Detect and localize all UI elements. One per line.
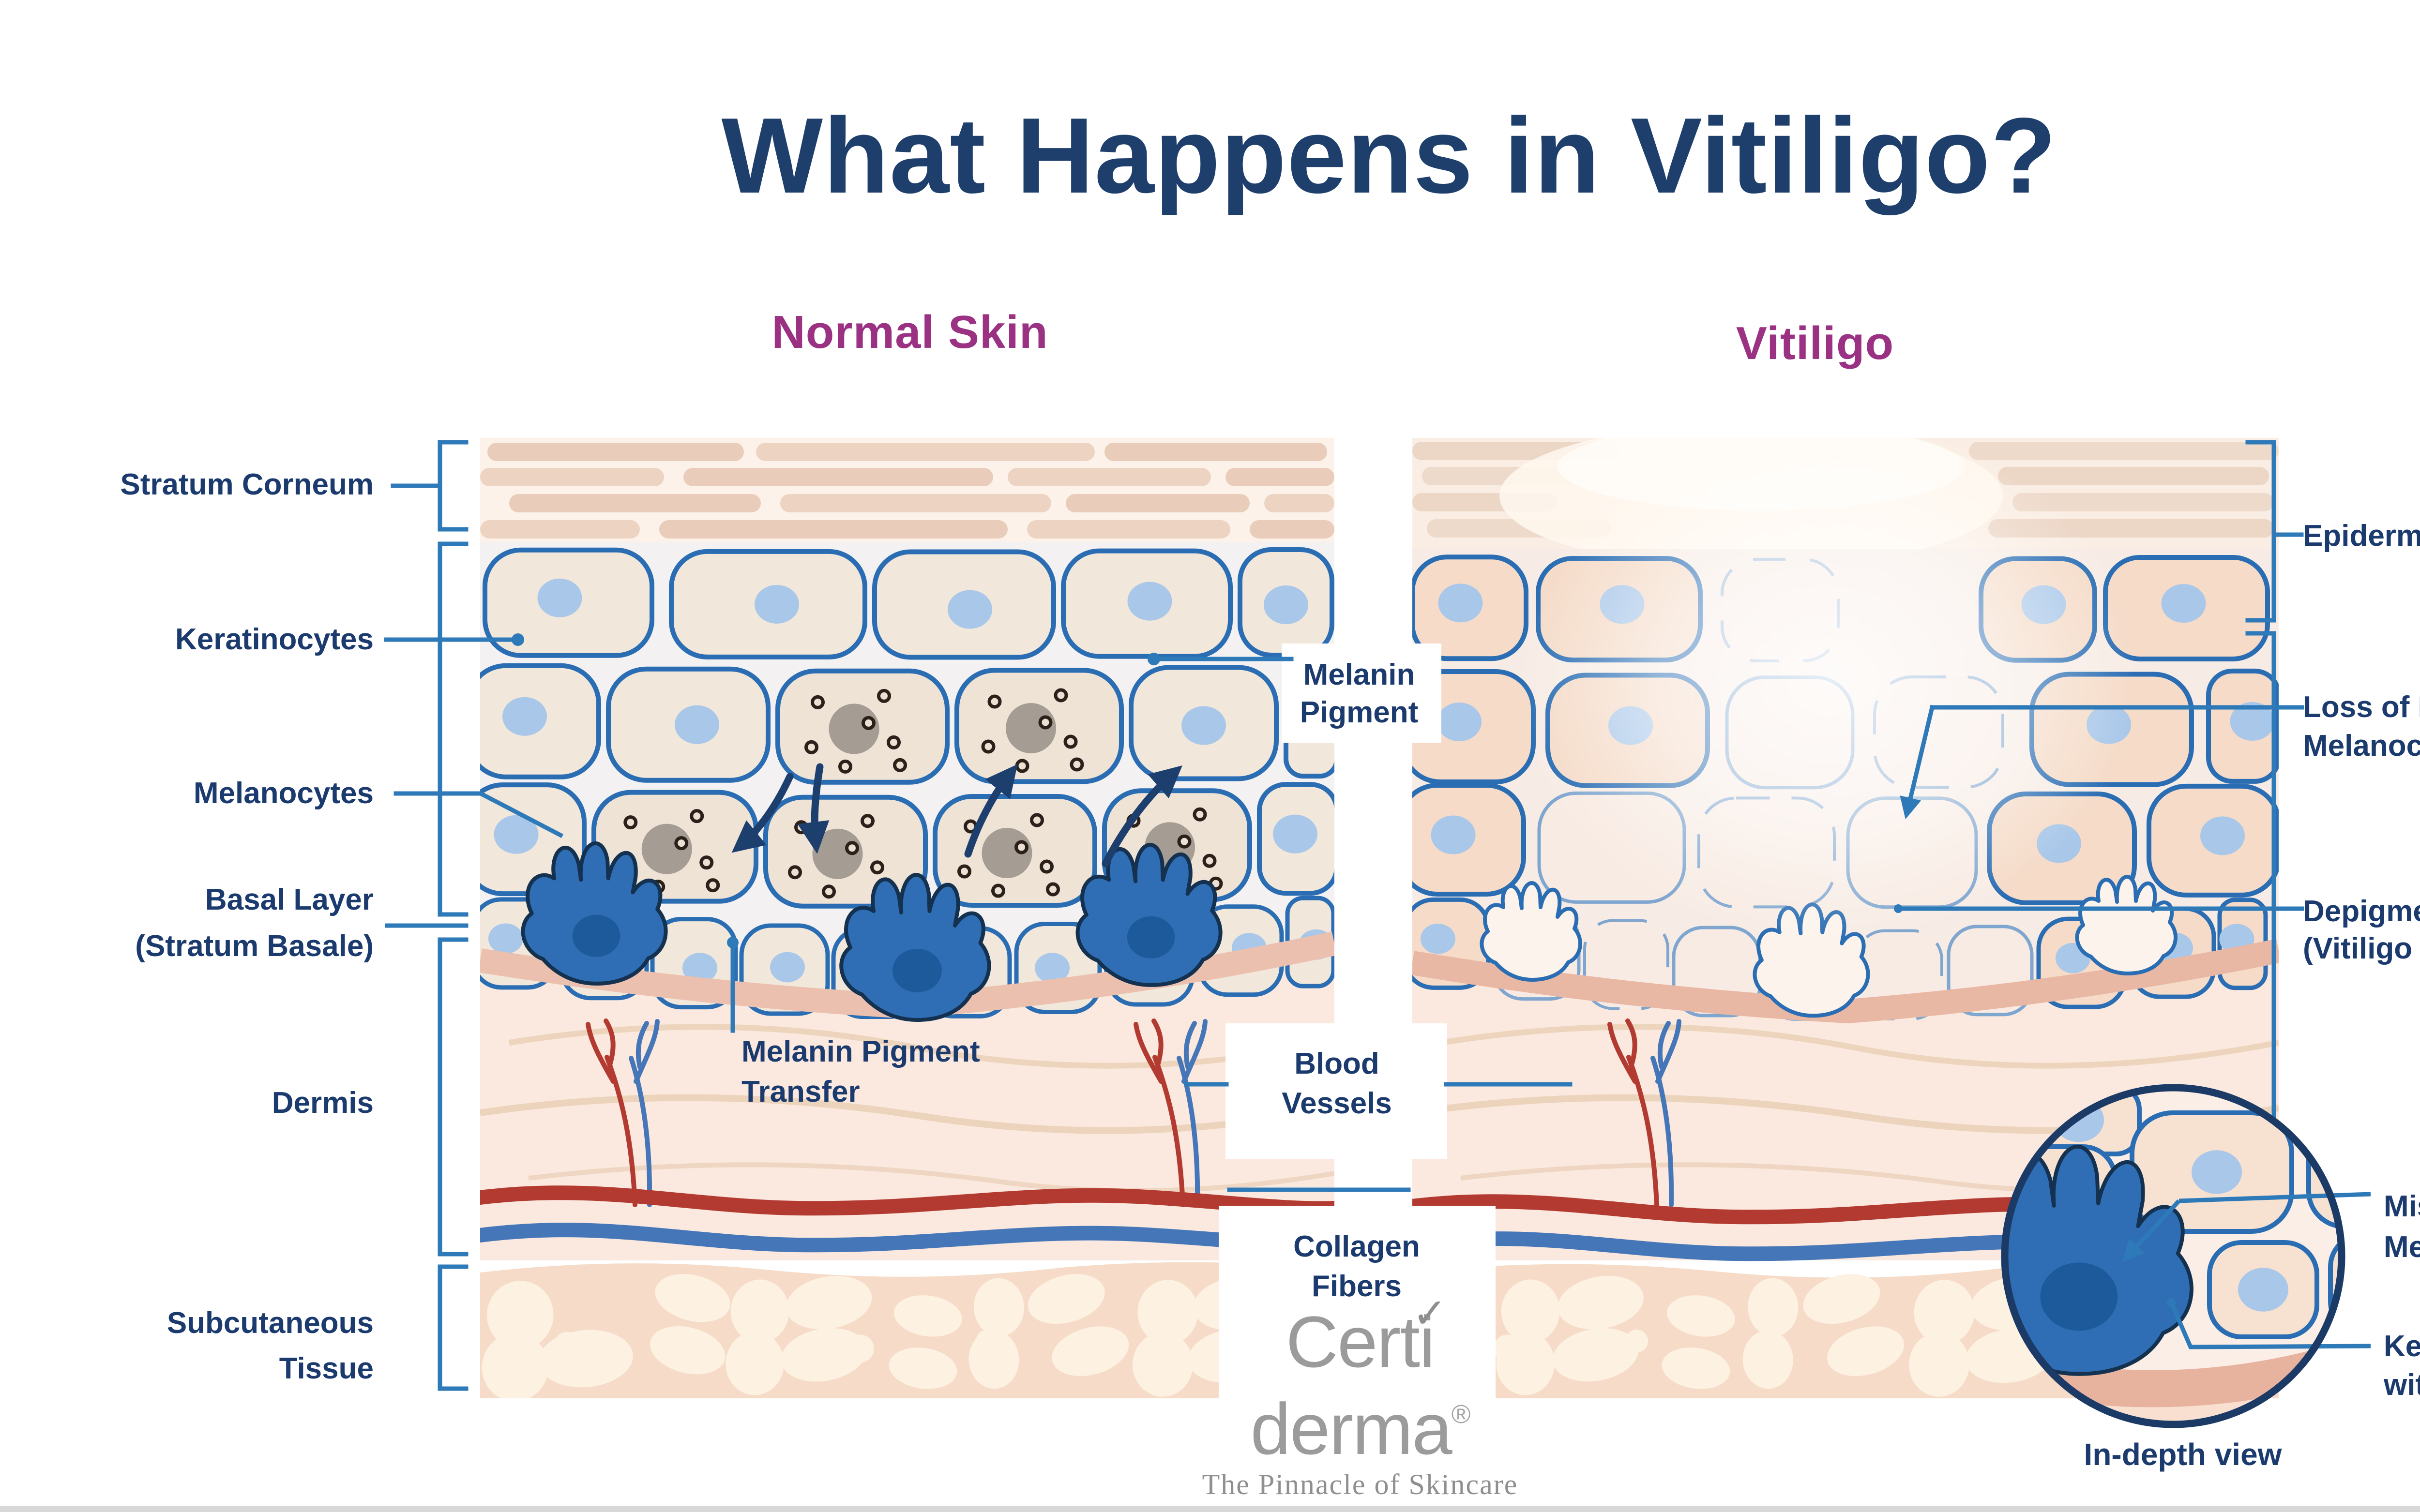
label-melanin-pigment: Melanin Pigment: [1272, 656, 1446, 732]
label-basal-layer: Basal Layer (Stratum Basale): [0, 877, 374, 970]
transfer-line1: Melanin Pigment: [741, 1035, 980, 1068]
brand-logo: Certi✓derma® The Pinnacle of Skincare: [1195, 1290, 1525, 1501]
kwp-line1: Keratinocytes: [2384, 1330, 2420, 1363]
label-keratinocytes-without-pigment: Keratinocytes without Pigment: [2384, 1327, 2420, 1405]
loss-line2: Melanocytes: [2303, 729, 2420, 763]
registered-trademark-icon: ®: [1451, 1400, 1471, 1429]
missing-line1: Missing: [2384, 1190, 2420, 1223]
depigmented-patch-overlay: [1519, 438, 2138, 941]
label-subcutaneous-tissue: Subcutaneous Tissue: [0, 1301, 374, 1392]
melanocyte-hand-illustration: [1075, 842, 1223, 987]
heading-vitiligo: Vitiligo: [1736, 317, 1894, 369]
melanocyte-hand-illustration: [839, 873, 991, 1022]
heading-normal-skin: Normal Skin: [771, 306, 1048, 358]
bracket-dermis: [438, 937, 469, 1257]
logo-part2: i: [1419, 1301, 1435, 1382]
transfer-line2: Transfer: [741, 1075, 860, 1108]
label-missing-melanocytes: Missing Melanocytes: [2384, 1186, 2420, 1268]
collagen-fibers-line2: Fibers: [1311, 1270, 1402, 1303]
page-title: What Happens in Vitiligo?: [721, 96, 2057, 216]
logo-part3: derma: [1250, 1388, 1452, 1469]
checkmark-icon: ✓: [1412, 1290, 1447, 1337]
bracket-epidermis-cells: [438, 541, 469, 917]
bracket-subcutaneous: [438, 1264, 469, 1391]
melanocyte-hand-illustration: [1480, 881, 1582, 982]
subcutaneous-line1: Subcutaneous: [166, 1306, 374, 1340]
melanocyte-hand-illustration: [521, 841, 668, 986]
melanin-pigment-line2: Pigment: [1300, 696, 1419, 729]
melanin-pigment-line1: Melanin: [1303, 658, 1415, 691]
basal-layer-line2: (Stratum Basale): [135, 929, 374, 963]
pointer-lines-and-brackets: [384, 440, 2304, 1391]
label-depigmented-area: Depigmented Area (Vitiligo Patch): [2303, 893, 2420, 967]
label-dermis: Dermis: [272, 1086, 374, 1120]
blood-vessels-line1: Blood: [1294, 1047, 1379, 1080]
logo-part1: Cert: [1286, 1301, 1420, 1382]
label-blood-vessels: Blood Vessels: [1226, 1044, 1447, 1123]
label-epidermis: Epidermis: [2303, 519, 2420, 553]
label-collagen-fibers: Collagen Fibers: [1220, 1227, 1494, 1306]
melanocyte-hand-illustration: [2075, 875, 2178, 975]
label-loss-of-functional-melanocytes: Loss of Functional Melanocytes: [2303, 688, 2420, 765]
bracket-stratum-corneum: [438, 440, 469, 532]
bracket-epidermis: [2245, 440, 2276, 623]
depigmented-line2: (Vitiligo Patch): [2303, 932, 2420, 965]
blood-vessels-line2: Vessels: [1282, 1087, 1392, 1120]
basal-layer-line1: Basal Layer: [205, 883, 374, 916]
collagen-fibers-line1: Collagen: [1293, 1230, 1420, 1263]
label-melanin-pigment-transfer: Melanin Pigment Transfer: [741, 1032, 980, 1112]
label-keratinocytes: Keratinocytes: [175, 623, 374, 656]
loss-line1: Loss of Functional: [2303, 690, 2420, 724]
label-melanocytes: Melanocytes: [193, 777, 374, 810]
brand-tagline: The Pinnacle of Skincare: [1202, 1468, 1518, 1500]
label-backdrops: [1219, 644, 1496, 1423]
kwp-line2: without Pigment: [2384, 1368, 2420, 1402]
inset-pointers: [2122, 1192, 2371, 1349]
bracket-vitiligo-zone: [2245, 631, 2276, 1123]
missing-line2: Melanocytes: [2384, 1230, 2420, 1264]
brand-wordmark: Certi✓derma®: [1195, 1290, 1525, 1465]
subcutaneous-line2: Tissue: [279, 1352, 374, 1385]
label-in-depth-view: In-depth view: [2084, 1437, 2282, 1472]
label-stratum-corneum: Stratum Corneum: [120, 468, 374, 501]
depigmented-line1: Depigmented Area: [2303, 895, 2420, 928]
inset-ring: [2001, 1084, 2345, 1428]
logo-i: i✓: [1412, 1290, 1447, 1378]
melanin-transfer-arrows: [731, 763, 1182, 868]
bottom-edge-bar: [0, 1506, 2420, 1512]
normal-skin-panel-illustration: [480, 438, 1334, 1398]
